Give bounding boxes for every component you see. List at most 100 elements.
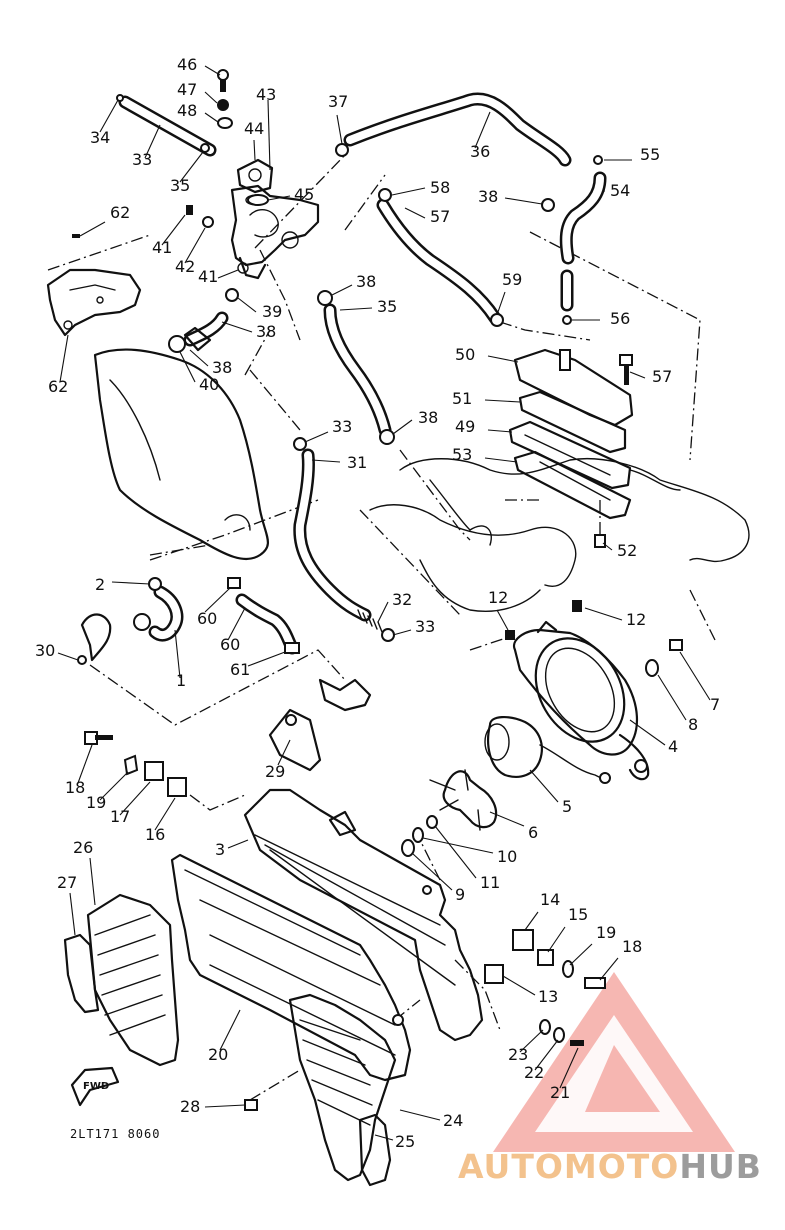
- part-number-label: 49: [455, 417, 475, 436]
- leader-line: [204, 112, 219, 123]
- leader-line: [497, 291, 506, 313]
- leader-line: [504, 197, 543, 205]
- part-number-label: 23: [508, 1045, 528, 1064]
- part-number-label: 57: [430, 207, 450, 226]
- leader-line: [502, 975, 536, 996]
- part-number-label: 45: [294, 185, 314, 204]
- part-number-label: 54: [610, 181, 630, 200]
- part-number-label: 51: [452, 389, 472, 408]
- part-number-label: 44: [244, 119, 264, 138]
- part-number-label: 17: [110, 807, 130, 826]
- part-number-label: 21: [550, 1083, 570, 1102]
- part-number-label: 43: [256, 85, 276, 104]
- leader-line: [253, 139, 256, 161]
- part-number-label: 1: [176, 671, 186, 690]
- leader-line: [204, 65, 221, 76]
- part-number-label: 37: [328, 92, 348, 111]
- leader-line: [336, 114, 343, 145]
- part-number-label: 4: [668, 737, 678, 756]
- leader-line: [189, 349, 209, 367]
- engine-outline: [369, 458, 750, 612]
- leader-line: [154, 797, 176, 831]
- part-number-label: 13: [538, 987, 558, 1006]
- part-number-label: 33: [332, 417, 352, 436]
- leader-line: [599, 957, 619, 981]
- leader-line: [77, 744, 93, 784]
- part-number-label: 38: [418, 408, 438, 427]
- leader-line: [227, 839, 249, 849]
- part-number-label: 34: [90, 128, 110, 147]
- leader-line: [629, 719, 666, 746]
- leader-line: [392, 419, 413, 435]
- leader-line: [519, 1029, 544, 1053]
- part-number-label: 57: [652, 367, 672, 386]
- leader-line: [99, 99, 119, 133]
- part-number-label: 60: [197, 609, 217, 628]
- part-number-label: 27: [57, 873, 77, 892]
- leader-line: [331, 284, 353, 296]
- leader-line: [391, 187, 426, 196]
- leader-line: [374, 1134, 394, 1141]
- part-number-label: 28: [180, 1097, 200, 1116]
- leader-line: [377, 601, 389, 623]
- leader-line: [204, 1104, 246, 1108]
- part-number-label: 60: [220, 635, 240, 654]
- part-number-label: 12: [488, 588, 508, 607]
- leader-line: [569, 943, 593, 966]
- leader-line: [629, 371, 646, 379]
- thermostat-housing: [230, 158, 320, 280]
- leader-line: [304, 431, 329, 443]
- watermark-text-auto: AUTO: [458, 1147, 564, 1186]
- svg-text:FWD: FWD: [83, 1081, 109, 1092]
- leader-line: [267, 99, 271, 171]
- leader-line: [89, 857, 96, 906]
- leader-line: [496, 609, 509, 631]
- fwd-arrow-icon: FWD: [70, 1066, 120, 1107]
- part-number-label: 15: [568, 905, 588, 924]
- leader-line: [602, 542, 613, 551]
- part-number-label: 16: [145, 825, 165, 844]
- leader-line: [422, 837, 494, 854]
- leader-line: [219, 1009, 241, 1051]
- leader-line: [79, 221, 106, 237]
- part-number-label: 24: [443, 1111, 463, 1130]
- part-number-label: 14: [540, 890, 560, 909]
- radiator-shroud-upper: [93, 348, 270, 560]
- leader-line: [489, 811, 525, 827]
- part-number-label: 38: [478, 187, 498, 206]
- part-number-label: 30: [35, 641, 55, 660]
- part-number-label: 50: [455, 345, 475, 364]
- part-number-label: 22: [524, 1063, 544, 1082]
- part-number-label: 59: [502, 270, 522, 289]
- leader-line: [204, 91, 218, 104]
- leader-line: [484, 457, 518, 463]
- part-number-label: 20: [208, 1045, 228, 1064]
- leader-line: [657, 674, 687, 721]
- watermark-triangle-core: [585, 1045, 660, 1112]
- leader-line: [267, 195, 291, 201]
- part-number-label: 52: [617, 541, 637, 560]
- leader-line: [392, 629, 412, 636]
- leader-line: [179, 151, 204, 183]
- part-number-label: 39: [262, 302, 282, 321]
- part-number-label: 19: [596, 923, 616, 942]
- leader-line: [119, 781, 151, 816]
- leader-line: [174, 629, 181, 679]
- leader-line: [584, 607, 623, 621]
- part-number-label: 38: [212, 358, 232, 377]
- leader-line: [99, 771, 129, 801]
- leader-line: [339, 307, 373, 311]
- leader-line: [547, 926, 566, 953]
- watermark-text: AUTOMOTOHUB: [458, 1147, 762, 1186]
- leader-line: [161, 214, 186, 246]
- fan-shroud: [512, 620, 650, 781]
- leader-line: [524, 911, 539, 931]
- leader-line: [311, 459, 341, 463]
- leader-line: [59, 334, 69, 383]
- leader-line: [487, 429, 513, 433]
- part-number-label: 36: [470, 142, 490, 161]
- part-number-label: 18: [622, 937, 642, 956]
- leader-line: [434, 825, 477, 879]
- watermark-text-hub: HUB: [679, 1147, 762, 1186]
- leader-line: [603, 181, 606, 193]
